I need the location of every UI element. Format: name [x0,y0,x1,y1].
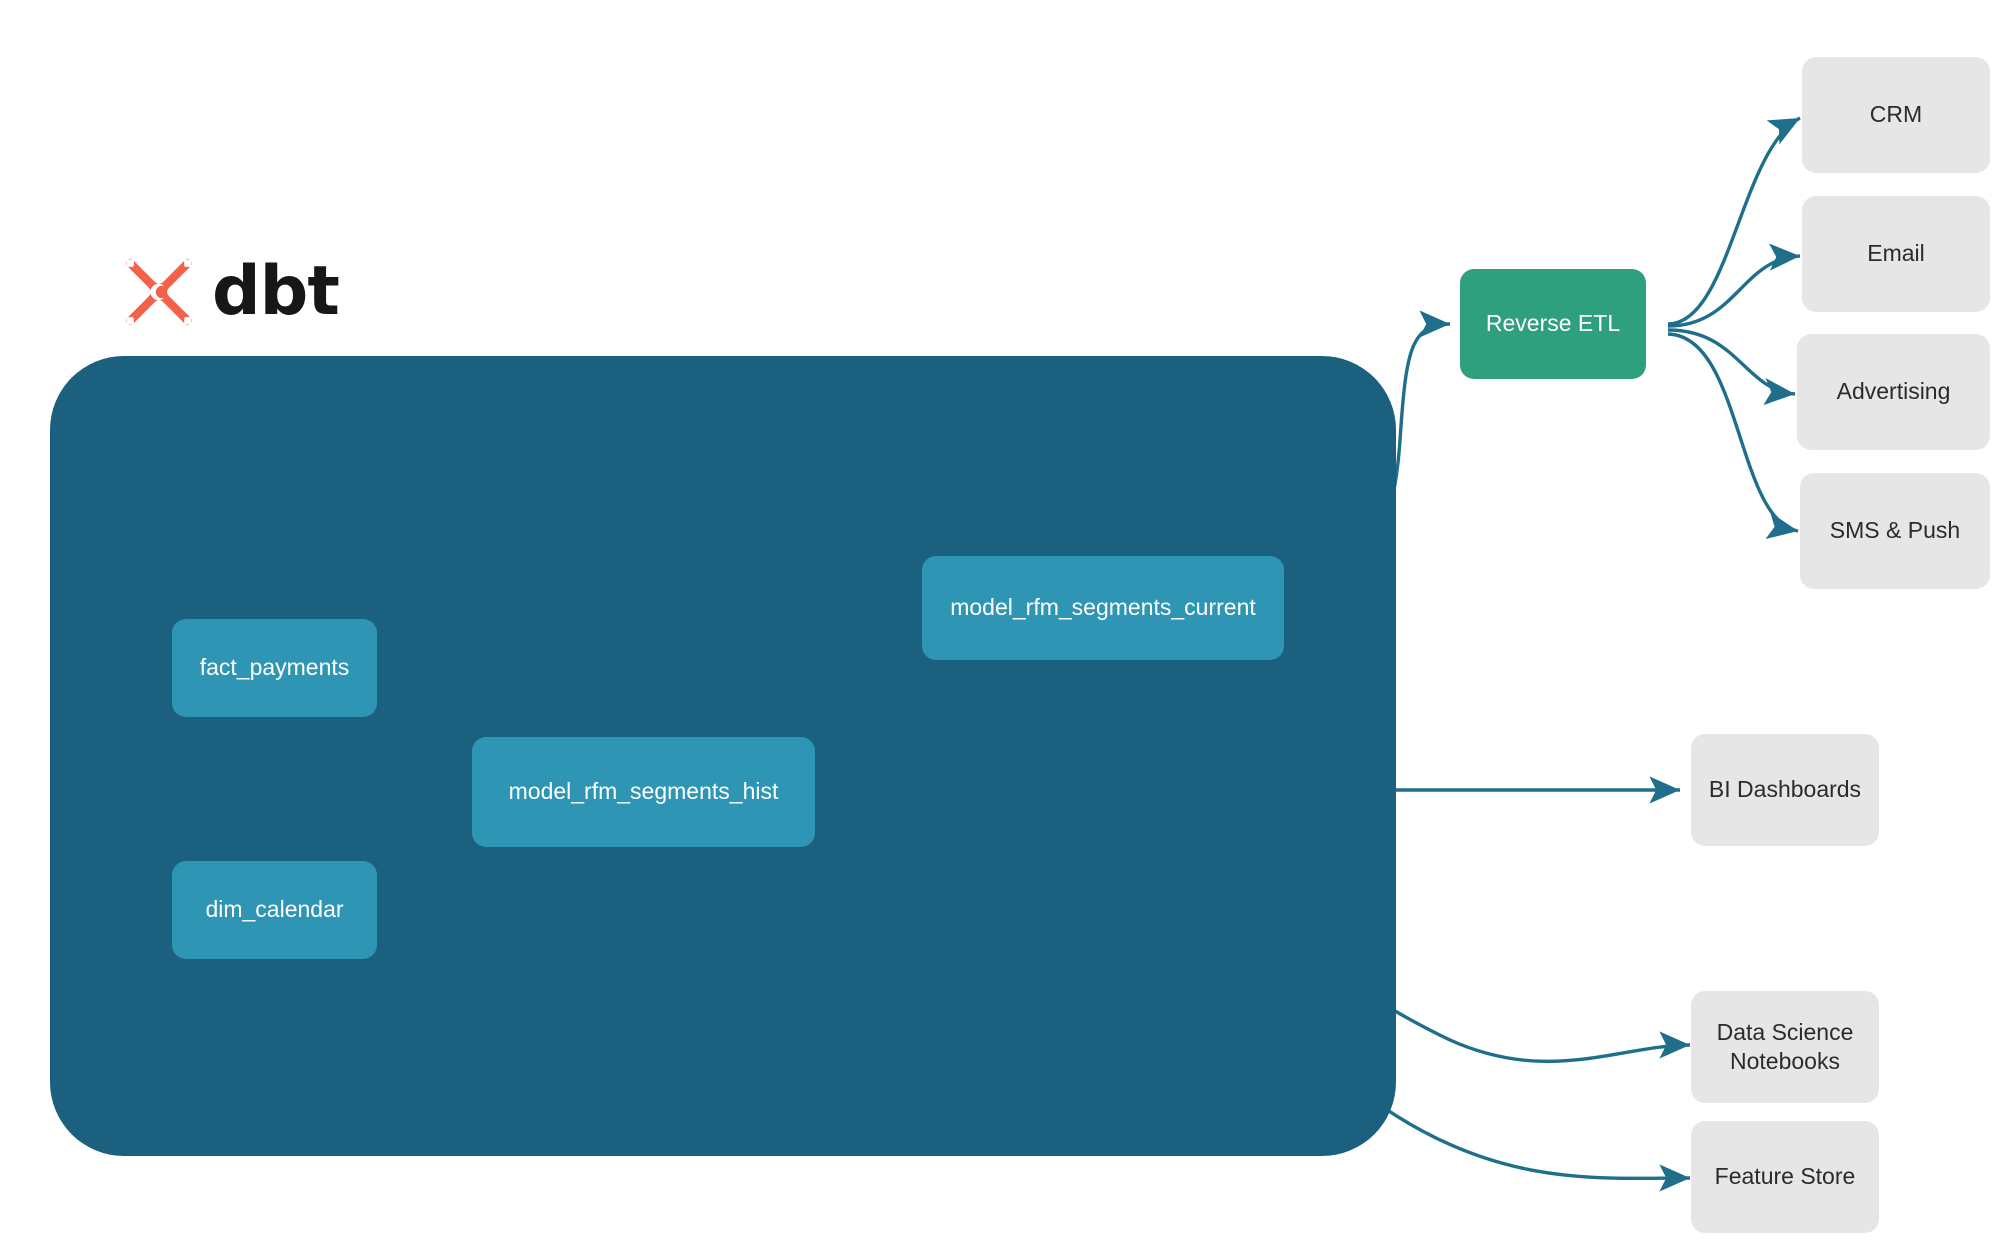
node-label: fact_payments [199,654,350,681]
node-label: dim_calendar [205,896,344,923]
node-label: Data Science Notebooks [1716,1018,1854,1074]
dbt-logo: dbt [122,252,340,331]
edge-reverse-etl-to-sms-push [1667,332,1799,539]
node-label: Reverse ETL [1485,310,1621,337]
node-email[interactable]: Email [1802,196,1990,312]
node-advertising[interactable]: Advertising [1797,334,1990,450]
node-sms-push[interactable]: SMS & Push [1800,473,1990,589]
node-model-rfm-segments-current[interactable]: model_rfm_segments_current [922,556,1284,660]
node-label: model_rfm_segments_hist [508,778,779,805]
node-label: BI Dashboards [1708,776,1862,803]
node-data-science-notebooks[interactable]: Data Science Notebooks [1691,991,1879,1103]
edge-reverse-etl-to-crm [1667,116,1801,326]
node-feature-store[interactable]: Feature Store [1691,1121,1879,1233]
node-label: Email [1867,240,1925,267]
node-bi-dashboards[interactable]: BI Dashboards [1691,734,1879,846]
node-crm[interactable]: CRM [1802,57,1990,173]
node-label: CRM [1869,101,1923,128]
node-label: SMS & Push [1829,517,1961,544]
node-reverse-etl[interactable]: Reverse ETL [1460,269,1646,379]
dbt-x-logo-icon [125,258,193,326]
node-label: model_rfm_segments_current [950,594,1256,621]
edge-reverse-etl-to-advertising [1667,328,1796,406]
node-dim-calendar[interactable]: dim_calendar [172,861,377,959]
node-model-rfm-segments-hist[interactable]: model_rfm_segments_hist [472,737,815,847]
node-fact-payments[interactable]: fact_payments [172,619,377,717]
edge-reverse-etl-to-email [1667,243,1801,328]
dbt-wordmark: dbt [212,252,340,331]
node-label: Feature Store [1714,1163,1856,1190]
node-label: Advertising [1836,378,1951,405]
